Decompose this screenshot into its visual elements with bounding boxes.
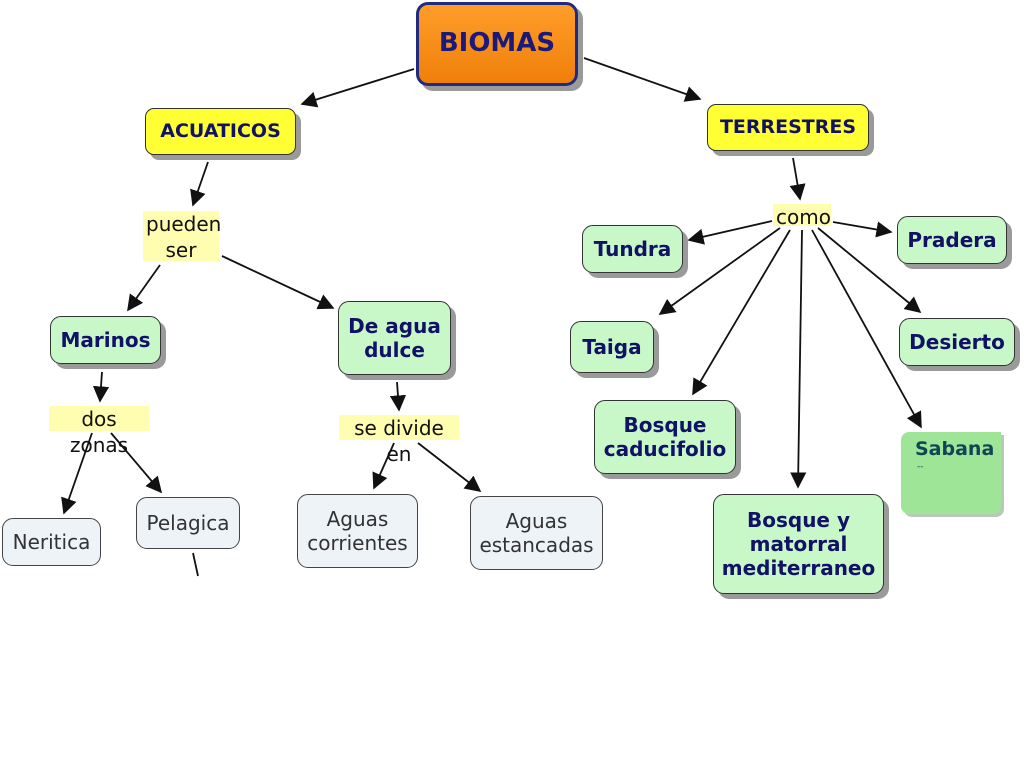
- node-sabana-label: Sabana: [915, 438, 995, 460]
- edge-marinos-to-dos-zonas: [92, 371, 110, 403]
- edge-como-to-taiga: [658, 227, 781, 315]
- edge-dos-zonas-to-neritica: [61, 432, 93, 515]
- edge-como-to-pradera: [832, 221, 893, 238]
- node-bosque-caducifolio-label: Bosque caducifolio: [603, 413, 727, 461]
- edge-como-to-tundra: [687, 220, 773, 245]
- node-desierto-label: Desierto: [909, 330, 1005, 354]
- edge-pelagica-tail: [192, 552, 199, 577]
- node-terrestres[interactable]: TERRESTRES: [707, 104, 869, 151]
- edge-biomas-to-terrestres: [583, 57, 702, 102]
- label-dos-zonas: dos zonas: [49, 406, 149, 457]
- node-aguas-estancadas[interactable]: Aguas estancadas: [470, 496, 603, 570]
- node-bosque-mediterraneo-label: Bosque y matorral mediterraneo: [721, 508, 876, 580]
- node-marinos[interactable]: Marinos: [50, 316, 161, 364]
- node-tundra[interactable]: Tundra: [582, 225, 683, 273]
- node-acuaticos-label: ACUATICOS: [160, 120, 281, 143]
- edge-agua-dulce-to-se-divide: [389, 381, 407, 412]
- node-biomas[interactable]: BIOMAS: [416, 2, 578, 86]
- edge-dos-zonas-to-pelagica: [110, 432, 163, 494]
- node-pelagica-label: Pelagica: [146, 511, 230, 535]
- node-taiga-label: Taiga: [582, 335, 642, 359]
- label-pueden-ser: pueden ser: [143, 211, 221, 262]
- node-agua-dulce[interactable]: De agua dulce: [338, 301, 451, 375]
- node-pradera-label: Pradera: [907, 228, 997, 252]
- node-biomas-label: BIOMAS: [438, 28, 556, 59]
- edge-acuaticos-to-pueden: [190, 161, 209, 207]
- node-agua-dulce-label: De agua dulce: [348, 314, 441, 362]
- node-aguas-corrientes-label: Aguas corrientes: [307, 507, 408, 555]
- node-pradera[interactable]: Pradera: [897, 216, 1007, 264]
- edge-como-to-sabana: [811, 229, 922, 429]
- node-bosque-mediterraneo[interactable]: Bosque y matorral mediterraneo: [713, 494, 884, 594]
- node-bosque-caducifolio[interactable]: Bosque caducifolio: [594, 400, 736, 474]
- node-neritica-label: Neritica: [12, 530, 91, 554]
- node-desierto[interactable]: Desierto: [899, 318, 1015, 366]
- node-sabana[interactable]: Sabana --: [901, 432, 1001, 514]
- node-terrestres-label: TERRESTRES: [719, 116, 857, 139]
- edge-pueden-to-agua-dulce: [221, 255, 335, 310]
- node-taiga[interactable]: Taiga: [570, 321, 654, 373]
- node-neritica[interactable]: Neritica: [2, 518, 101, 566]
- label-se-divide-en: se divide en: [339, 415, 459, 466]
- node-aguas-estancadas-label: Aguas estancadas: [479, 509, 594, 557]
- node-aguas-corrientes[interactable]: Aguas corrientes: [297, 494, 418, 568]
- node-tundra-label: Tundra: [593, 237, 672, 261]
- edge-terrestres-to-como: [789, 157, 806, 201]
- edge-como-to-desierto: [817, 227, 922, 314]
- node-marinos-label: Marinos: [60, 328, 151, 352]
- node-sabana-note: --: [917, 462, 924, 472]
- edge-como-to-bosque-mediterraneo: [790, 229, 807, 489]
- edge-biomas-to-acuaticos: [300, 68, 415, 108]
- edge-como-to-bosque-caducifolio: [692, 229, 791, 396]
- node-pelagica[interactable]: Pelagica: [136, 497, 240, 549]
- edge-se-divide-to-estancadas: [417, 442, 482, 492]
- edge-se-divide-to-corrientes: [372, 442, 395, 490]
- edge-pueden-to-marinos: [127, 264, 161, 312]
- label-como: como: [773, 204, 831, 229]
- node-acuaticos[interactable]: ACUATICOS: [145, 108, 296, 155]
